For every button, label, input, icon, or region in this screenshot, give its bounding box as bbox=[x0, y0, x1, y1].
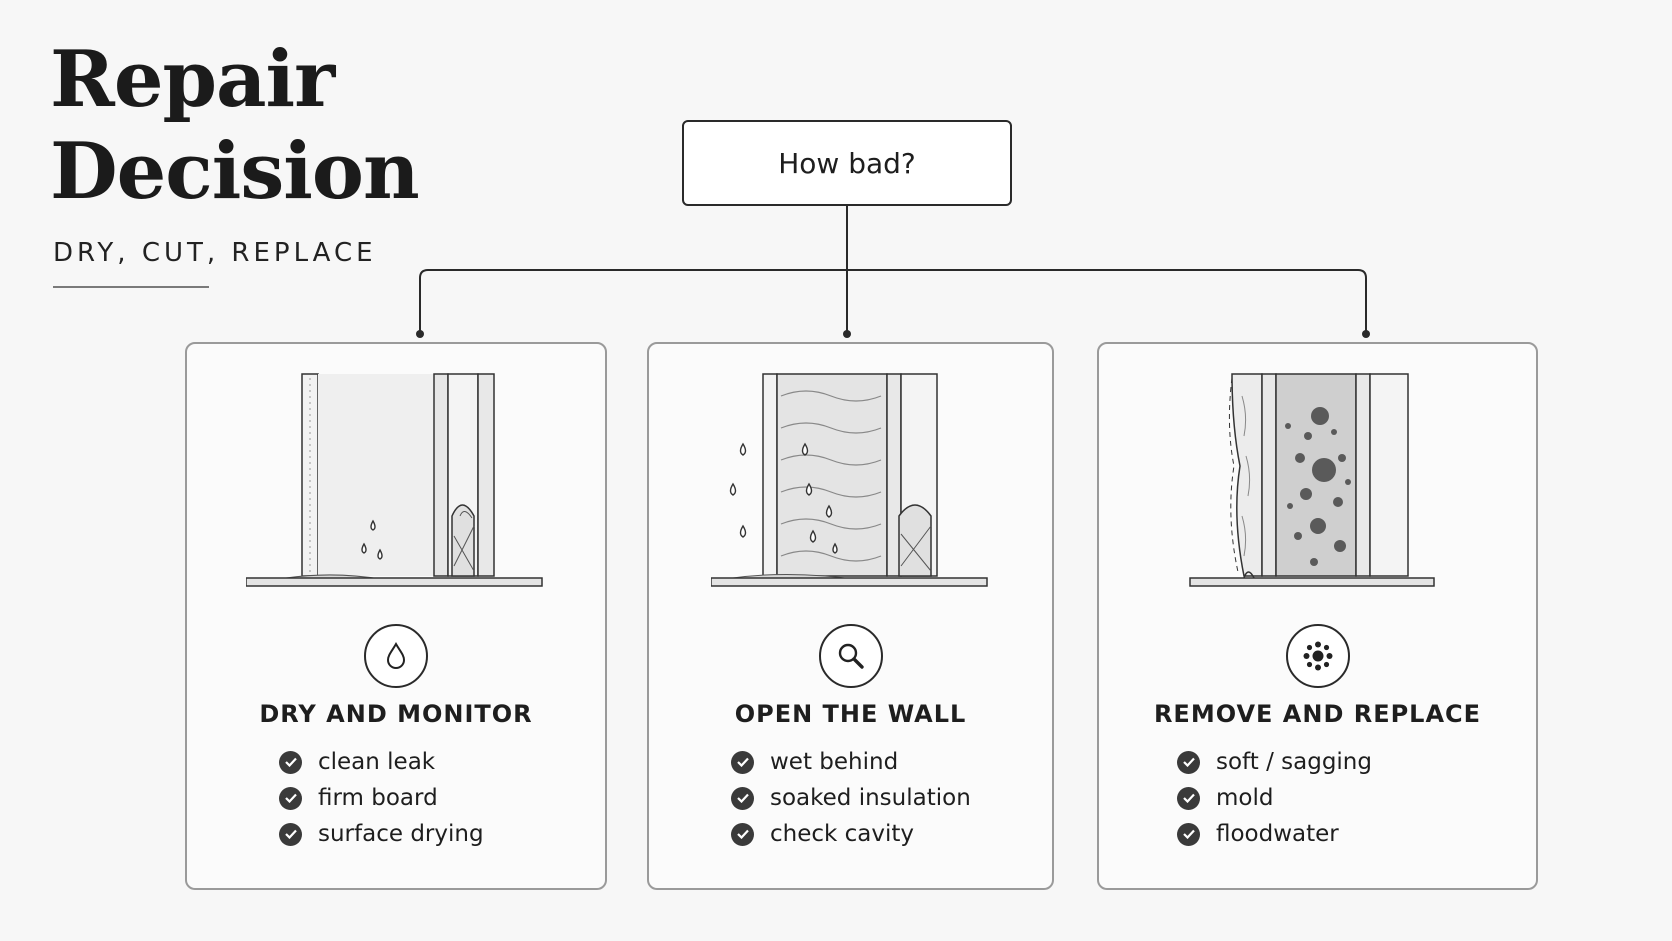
check-icon bbox=[279, 750, 302, 774]
list-item: mold bbox=[1177, 780, 1372, 816]
list-item-label: wet behind bbox=[770, 749, 899, 775]
wall-section-mold-illustration bbox=[1187, 366, 1448, 596]
check-icon bbox=[731, 822, 754, 846]
list-item: firm board bbox=[279, 780, 484, 816]
check-icon bbox=[731, 786, 754, 810]
title-line-2: Decision bbox=[50, 126, 420, 217]
list-item: check cavity bbox=[731, 816, 971, 852]
list-item-label: surface drying bbox=[318, 821, 484, 847]
list-item: wet behind bbox=[731, 744, 971, 780]
check-icon bbox=[731, 750, 754, 774]
card-remove-and-replace: REMOVE AND REPLACE soft / sagging mold f… bbox=[1097, 342, 1538, 890]
wall-section-wet-insulation-illustration bbox=[710, 366, 991, 596]
page-title: Repair Decision bbox=[50, 34, 420, 218]
list-item: soft / sagging bbox=[1177, 744, 1372, 780]
connector-dot-right bbox=[1362, 330, 1370, 338]
check-icon bbox=[279, 822, 302, 846]
check-icon bbox=[279, 786, 302, 810]
card-title: REMOVE AND REPLACE bbox=[1153, 700, 1482, 728]
root-question-box: How bad? bbox=[682, 120, 1012, 206]
check-icon bbox=[1177, 750, 1200, 774]
list-item-label: soft / sagging bbox=[1216, 749, 1372, 775]
mold-spores-badge bbox=[1285, 624, 1350, 688]
criteria-list: soft / sagging mold floodwater bbox=[1177, 744, 1372, 852]
title-line-1: Repair bbox=[50, 34, 335, 125]
card-title: DRY AND MONITOR bbox=[259, 700, 533, 728]
list-item-label: mold bbox=[1216, 785, 1274, 811]
list-item-label: check cavity bbox=[770, 821, 915, 847]
list-item-label: soaked insulation bbox=[770, 785, 971, 811]
branch-bar bbox=[419, 269, 1367, 334]
list-item-label: clean leak bbox=[318, 749, 436, 775]
list-item-label: floodwater bbox=[1216, 821, 1339, 847]
title-divider bbox=[53, 286, 209, 288]
criteria-list: wet behind soaked insulation check cavit… bbox=[731, 744, 971, 852]
water-drop-icon bbox=[386, 641, 406, 669]
check-icon bbox=[1177, 786, 1200, 810]
mold-spores-icon bbox=[1303, 641, 1332, 671]
water-drop-badge bbox=[364, 624, 428, 688]
list-item: surface drying bbox=[279, 816, 484, 852]
wall-section-intact-illustration bbox=[246, 366, 546, 596]
card-dry-and-monitor: DRY AND MONITOR clean leak firm board su… bbox=[185, 342, 607, 890]
card-title: OPEN THE WALL bbox=[734, 700, 967, 728]
list-item: soaked insulation bbox=[731, 780, 971, 816]
page-subtitle: DRY, CUT, REPLACE bbox=[53, 238, 377, 268]
list-item-label: firm board bbox=[318, 785, 438, 811]
connector-dot-left bbox=[416, 330, 424, 338]
magnifier-icon bbox=[838, 643, 864, 669]
connector-dot-center bbox=[843, 330, 851, 338]
magnifier-badge bbox=[818, 624, 883, 688]
list-item: clean leak bbox=[279, 744, 484, 780]
list-item: floodwater bbox=[1177, 816, 1372, 852]
root-question-label: How bad? bbox=[778, 146, 916, 180]
check-icon bbox=[1177, 822, 1200, 846]
card-open-the-wall: OPEN THE WALL wet behind soaked insulati… bbox=[647, 342, 1054, 890]
criteria-list: clean leak firm board surface drying bbox=[279, 744, 484, 852]
